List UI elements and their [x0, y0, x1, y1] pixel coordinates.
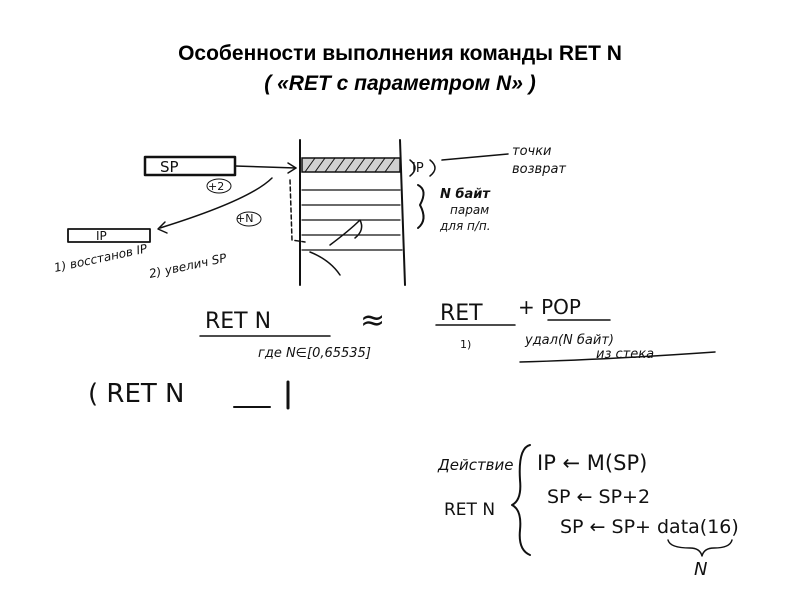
approx-sign: ≈ — [360, 303, 385, 338]
action-command: RET N — [444, 500, 495, 520]
bracket-section: ( RET N — [88, 379, 290, 410]
action-line-1: IP ← M(SP) — [537, 451, 647, 475]
equation-pop: + POP — [518, 295, 581, 319]
remove-underline — [519, 351, 716, 363]
sp-register-label: SP — [160, 158, 179, 176]
plus2-label: +2 — [208, 180, 224, 193]
n-bytes-text-3: для п/п. — [439, 219, 491, 233]
stack-right-wall — [399, 139, 406, 286]
action-line-2: SP ← SP+2 — [547, 486, 650, 508]
return-points-line — [441, 153, 509, 161]
equation-left: RET N — [205, 309, 271, 334]
return-points-text-2: возврат — [512, 162, 566, 177]
bracket-text: ( RET N — [88, 379, 185, 409]
plusN-curl — [309, 251, 341, 276]
n-bytes-text-1: N байт — [440, 187, 491, 202]
action-n-label: N — [694, 559, 707, 580]
step1-text: 1) восстанов IP — [53, 241, 150, 275]
action-underbrace — [667, 539, 733, 557]
stack-diagram: SP +2 +N IP 1) восстанов IP 2) увелич SP… — [53, 139, 566, 286]
action-brace — [511, 444, 531, 556]
return-point-cell — [301, 157, 401, 173]
equation-ret: RET — [440, 301, 483, 326]
return-point-hatch — [304, 157, 396, 173]
return-points-text-1: точки — [512, 144, 552, 159]
n-bytes-brace — [417, 184, 425, 229]
plusN-circle — [236, 211, 262, 227]
slide-title: Особенности выполнения команды RET N — [178, 42, 622, 65]
n-bytes-text-2: парам — [450, 203, 489, 217]
plus2-circle — [206, 178, 232, 194]
stack-param-cells — [301, 189, 403, 251]
action-label: Действие — [437, 456, 514, 474]
where-range-text: где N∈[0,65535] — [258, 346, 371, 361]
sp-pointer-arrowhead — [287, 162, 297, 174]
ip-right-brackets — [409, 159, 436, 177]
ip-register-box — [67, 228, 151, 243]
sp-register-box — [143, 155, 237, 177]
action-line-3: SP ← SP+ data(16) — [560, 516, 739, 538]
action-block: Действие RET N IP ← M(SP) SP ← SP+2 SP ←… — [437, 444, 739, 580]
ip-right-label: IP — [412, 161, 424, 176]
ip-restore-arrow — [159, 177, 273, 229]
remove-text-1: удал(N байт) — [524, 333, 614, 348]
plusN-label: +N — [236, 212, 253, 225]
ip-restore-arrowhead — [157, 221, 168, 234]
stack-scribble — [329, 219, 363, 246]
plusN-dashed-arrow — [289, 179, 306, 243]
ip-register-label: IP — [96, 229, 107, 243]
footnote-1: 1) — [460, 338, 471, 351]
equation-section: RET N ≈ RET + POP где N∈[0,65535] 1) уда… — [199, 295, 716, 363]
remove-text-2: из стека — [596, 347, 654, 362]
step2-text: 2) увелич SP — [148, 251, 229, 281]
slide-subtitle: ( «RET с параметром N» ) — [264, 72, 536, 95]
sp-pointer-arrow — [234, 165, 297, 169]
